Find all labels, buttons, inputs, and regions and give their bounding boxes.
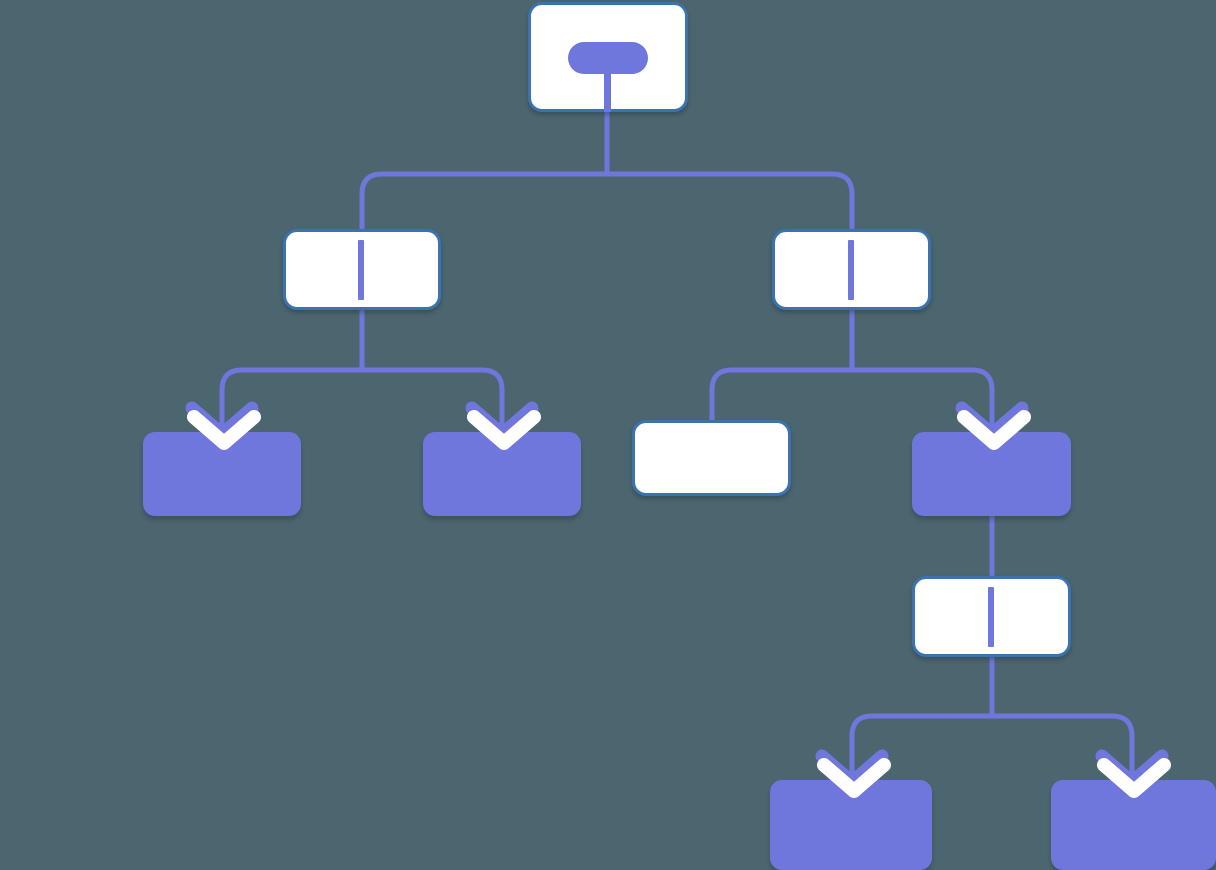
chevron-down-icon-shadow	[1095, 749, 1169, 789]
level4-node-left[interactable]	[770, 780, 932, 870]
edge-level1-right-to-level2-3	[709, 310, 855, 420]
level3-node-passthrough-line	[988, 587, 994, 647]
edge-root-to-level1-left	[359, 112, 610, 229]
level2-node-3[interactable]	[632, 420, 791, 496]
edge-level3-to-level4-right	[989, 657, 1135, 780]
edge-level1-left-to-level2-2	[359, 310, 505, 432]
edge-level3-to-level4-left	[849, 657, 995, 780]
chevron-down-icon-shadow	[465, 401, 539, 441]
edge-level1-right-to-level2-4	[849, 310, 995, 432]
edge-root-to-level1-right	[604, 112, 855, 229]
level1-node-right-passthrough-line	[848, 240, 854, 300]
chevron-down-icon-shadow	[955, 401, 1029, 441]
root-node-passthrough-line	[604, 60, 611, 112]
level2-node-1[interactable]	[143, 432, 301, 516]
chevron-down-icon-shadow	[185, 401, 259, 441]
level1-node-left-passthrough-line	[358, 240, 364, 300]
level4-node-right[interactable]	[1051, 780, 1216, 870]
edge-level1-left-to-level2-1	[219, 310, 365, 432]
level2-node-2[interactable]	[423, 432, 581, 516]
chevron-down-icon-shadow	[815, 749, 889, 789]
level2-node-4[interactable]	[912, 432, 1071, 516]
